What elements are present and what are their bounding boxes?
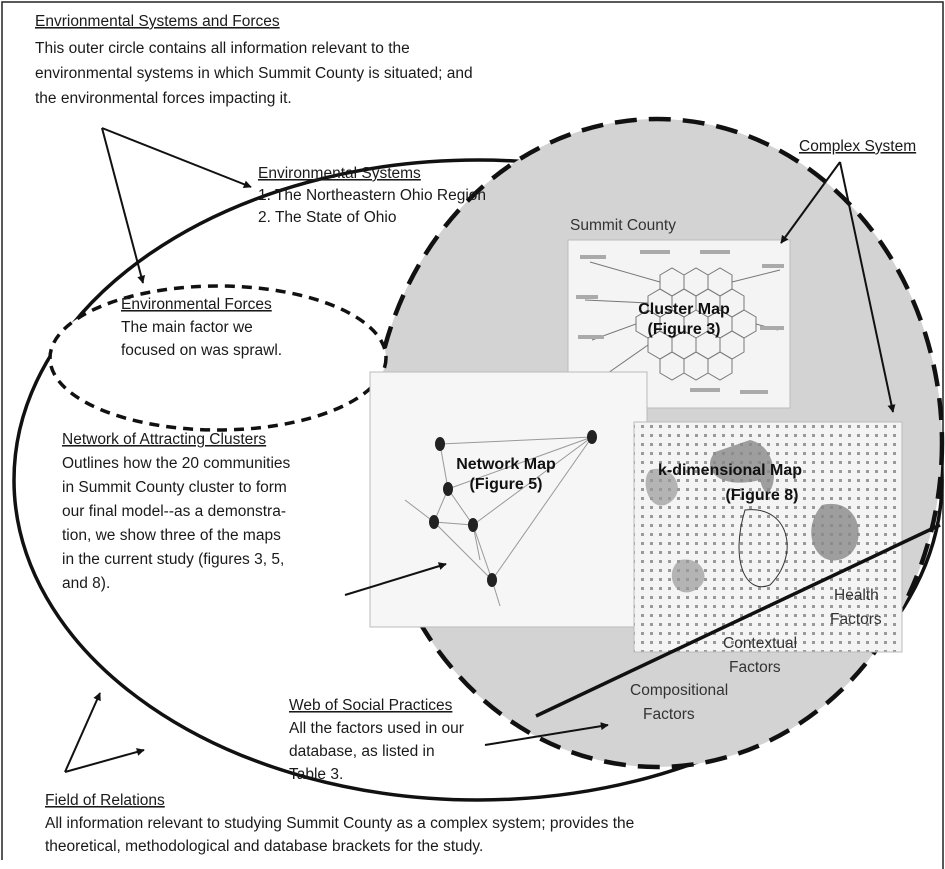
network-of-attracting-clusters-line: Outlines how the 20 communities xyxy=(62,455,291,472)
k-dimensional-map-thumbnail xyxy=(633,421,903,653)
web-of-social-practices-line: All the factors used in our xyxy=(289,720,464,737)
environmental-forces-ellipse xyxy=(48,284,388,432)
arrow-to-factors xyxy=(484,722,609,746)
arrow-to-cluster-map xyxy=(780,161,841,244)
environmental-forces-heading: Environmental Forces xyxy=(121,296,272,313)
environmental-systems-and-forces-heading: Envrionmental Systems and Forces xyxy=(35,13,280,30)
network-of-attracting-clusters-line: tion, we show three of the maps xyxy=(62,527,281,544)
arrow-to-environmental-forces xyxy=(101,127,146,284)
network-of-attracting-clusters-line: in Summit County cluster to form xyxy=(62,479,287,496)
arrow-to-field-of-relations xyxy=(64,692,101,773)
network-of-attracting-clusters-line: in the current study (figures 3, 5, xyxy=(62,551,284,568)
compositional-factors-label: Factors xyxy=(643,706,695,723)
web-of-social-practices-line: database, as listed in xyxy=(289,743,435,760)
network-of-attracting-clusters-line: our final model--as a demonstra- xyxy=(62,503,286,520)
network-map-title: Network Map xyxy=(456,456,556,473)
arrow-to-field-of-relations-2 xyxy=(64,748,145,773)
environmental-forces-line: focused on was sprawl. xyxy=(121,342,282,359)
field-of-relations-line: theoretical, methodological and database… xyxy=(45,838,483,855)
environmental-systems-and-forces-line: environmental systems in which Summit Co… xyxy=(35,65,473,82)
k-dimensional-map-figure: (Figure 8) xyxy=(726,487,799,504)
environmental-systems-item: 1. The Northeastern Ohio Region xyxy=(258,187,486,204)
environmental-systems-and-forces-line: the environmental forces impacting it. xyxy=(35,90,292,107)
arrow-to-complex-system-edge xyxy=(839,161,896,413)
field-of-relations-line: All information relevant to studying Sum… xyxy=(45,815,634,832)
web-of-social-practices-line: Table 3. xyxy=(289,766,343,783)
environmental-systems-item: 2. The State of Ohio xyxy=(258,209,396,226)
cluster-map-title: Cluster Map xyxy=(638,301,730,318)
contextual-factors-label: Contextual xyxy=(723,635,797,652)
environmental-systems-heading: Environmental Systems xyxy=(258,165,421,182)
environmental-systems-and-forces-line: This outer circle contains all informati… xyxy=(35,40,410,57)
cluster-map-figure: (Figure 3) xyxy=(648,321,721,338)
health-factors-label: Factors xyxy=(830,611,882,628)
network-of-attracting-clusters-line: and 8). xyxy=(62,575,110,592)
contextual-factors-label: Factors xyxy=(729,659,781,676)
network-of-attracting-clusters-heading: Network of Attracting Clusters xyxy=(62,431,266,448)
network-map-thumbnail xyxy=(369,371,648,628)
arrow-to-network-map xyxy=(344,562,447,596)
environmental-forces-line: The main factor we xyxy=(121,319,253,336)
web-of-social-practices-heading: Web of Social Practices xyxy=(289,697,453,714)
arrow-to-environmental-systems xyxy=(101,127,252,189)
field-of-relations-heading: Field of Relations xyxy=(45,792,165,809)
health-factors-label: Health xyxy=(834,587,879,604)
complex-system-heading: Complex System xyxy=(799,138,916,155)
k-dimensional-map-title: k-dimensional Map xyxy=(658,462,802,479)
compositional-factors-label: Compositional xyxy=(630,682,728,699)
summit-county-label: Summit County xyxy=(570,217,676,234)
factors-divider-line xyxy=(535,523,941,718)
arrows xyxy=(64,127,896,773)
network-map-figure: (Figure 5) xyxy=(470,476,543,493)
